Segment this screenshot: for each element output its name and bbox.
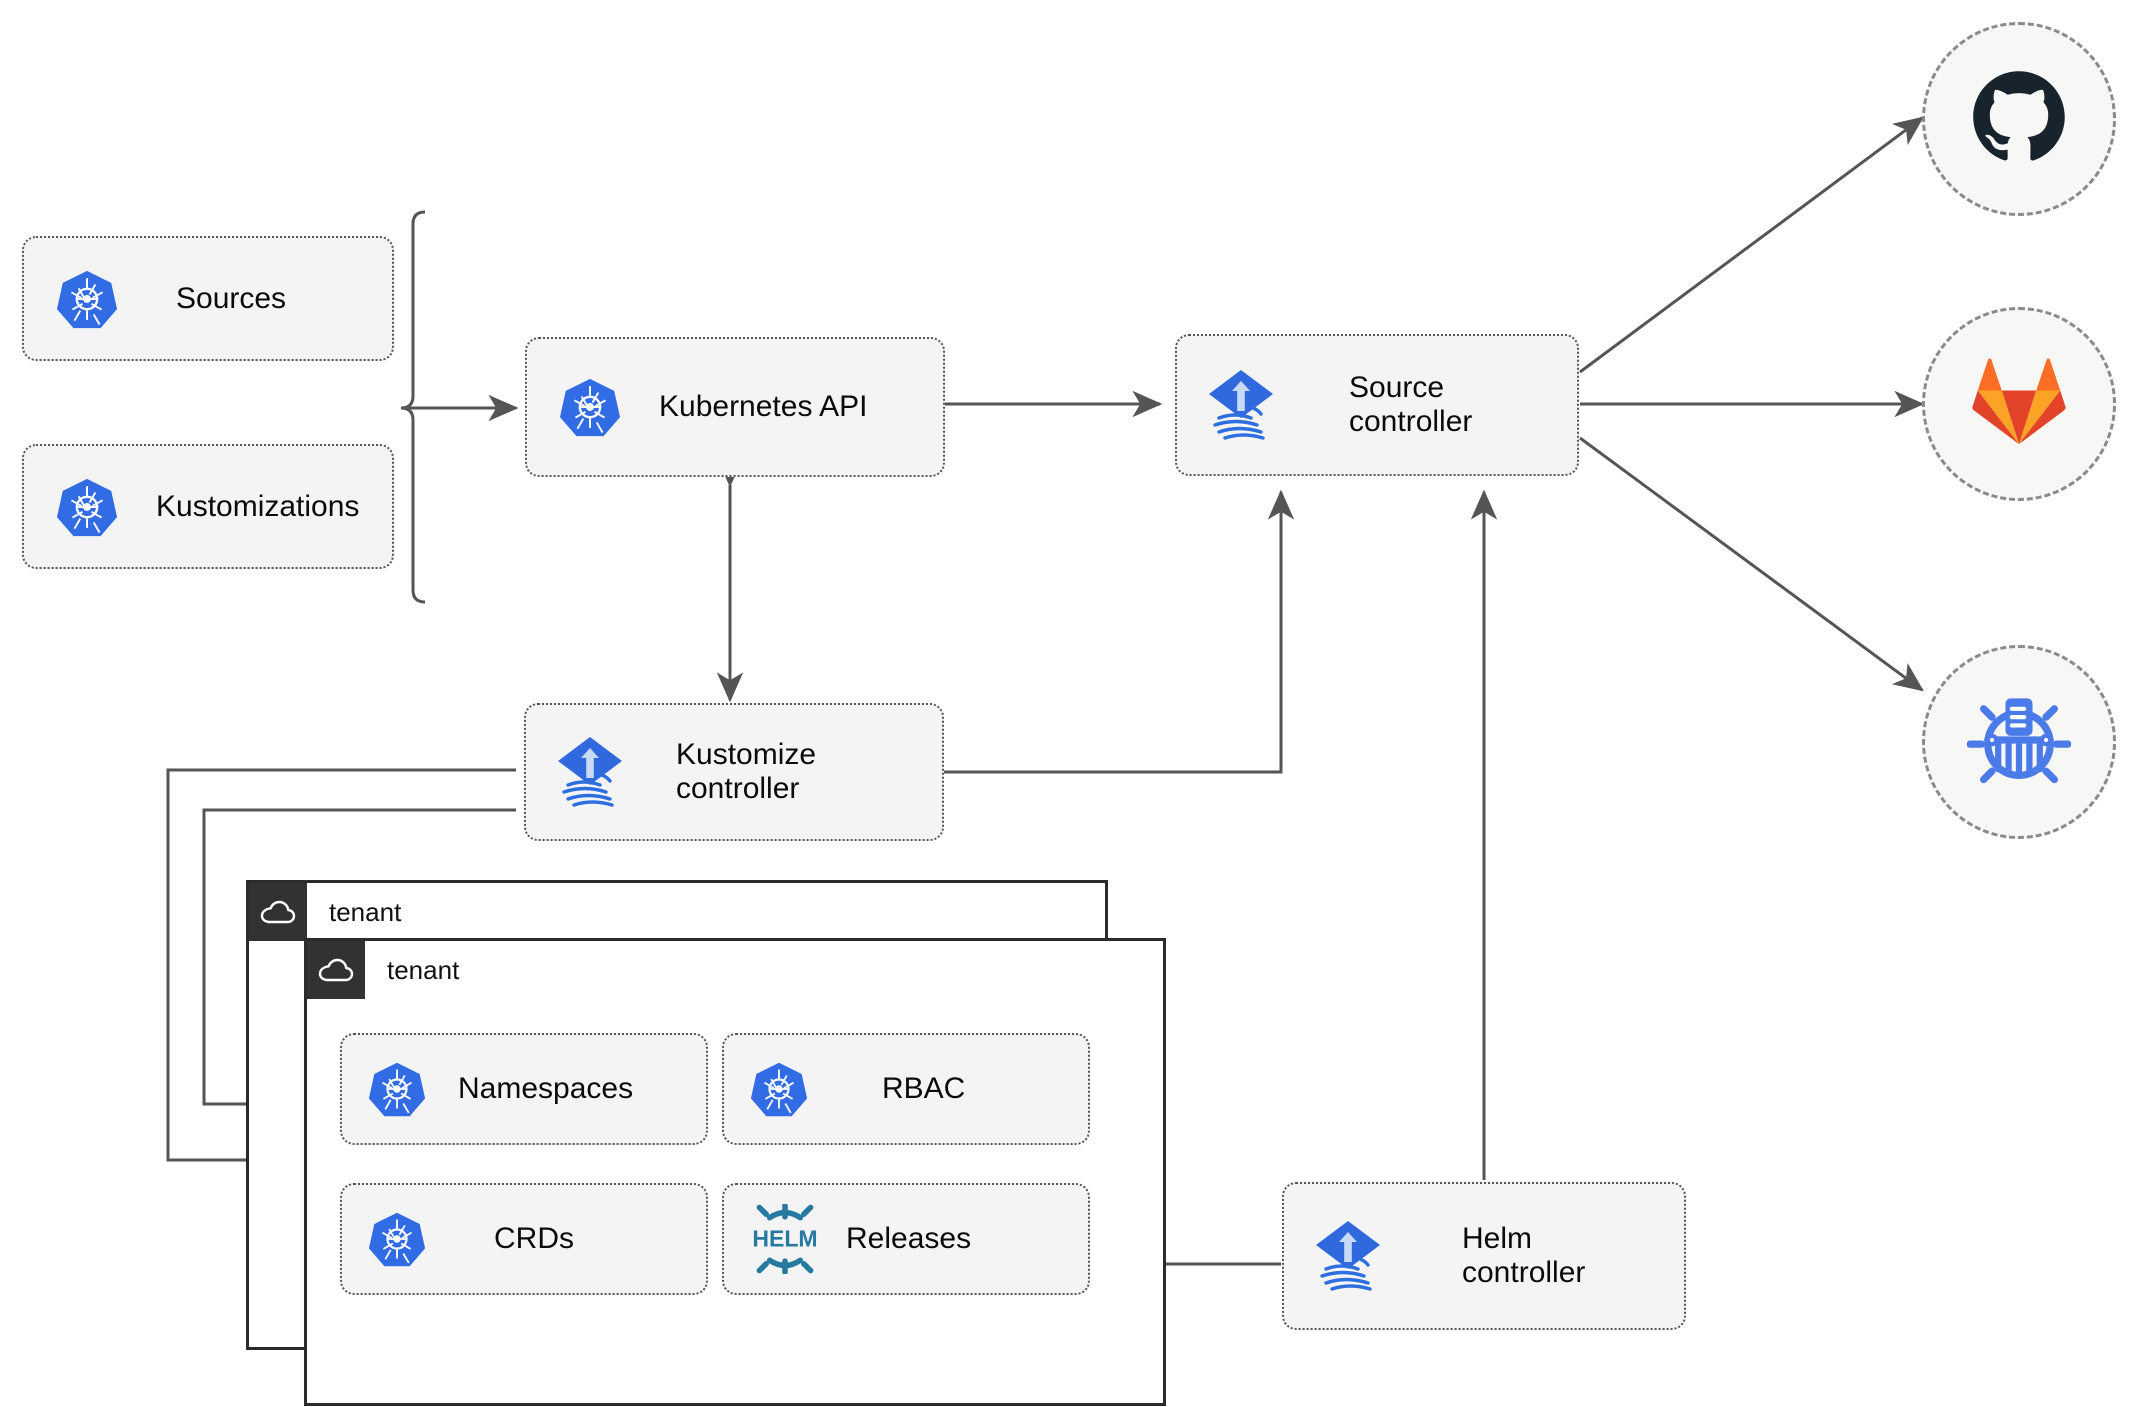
- cloud-icon: [249, 883, 307, 941]
- flux-icon: [1205, 368, 1277, 442]
- kubernetes-icon: [368, 1060, 426, 1118]
- flux-icon: [1312, 1219, 1384, 1293]
- node-label: Helm controller: [1462, 1222, 1586, 1289]
- tenant-inner[interactable]: tenant: [304, 938, 1166, 1406]
- node-sources[interactable]: Sources: [22, 236, 394, 361]
- helm-icon: HELM: [744, 1204, 826, 1274]
- group-brace: [400, 210, 426, 604]
- node-label: RBAC: [882, 1072, 966, 1106]
- node-helm-controller[interactable]: Helm controller: [1282, 1182, 1686, 1330]
- bucket-icon: [1966, 688, 2072, 797]
- tenant-inner-header: tenant: [307, 941, 459, 999]
- node-rbac[interactable]: RBAC: [722, 1033, 1090, 1145]
- node-label: Kubernetes API: [659, 390, 868, 424]
- node-label: Sources: [176, 281, 287, 315]
- node-kubernetes-api[interactable]: Kubernetes API: [525, 337, 945, 477]
- node-namespaces[interactable]: Namespaces: [340, 1033, 708, 1145]
- kubernetes-icon: [559, 376, 621, 438]
- github-icon: [1967, 65, 2071, 174]
- gitlab-icon: [1971, 356, 2067, 453]
- node-label: Kustomizations: [156, 489, 360, 523]
- tenant-label: tenant: [387, 954, 460, 985]
- node-releases[interactable]: HELM Releases: [722, 1183, 1090, 1295]
- node-label: Releases: [846, 1222, 972, 1256]
- tenant-label: tenant: [329, 896, 402, 927]
- kubernetes-icon: [368, 1210, 426, 1268]
- node-kustomizations[interactable]: Kustomizations: [22, 444, 394, 569]
- kubernetes-icon: [750, 1060, 808, 1118]
- node-source-controller[interactable]: Source controller: [1175, 334, 1579, 476]
- provider-github[interactable]: [1922, 22, 2116, 216]
- kubernetes-icon: [56, 268, 118, 330]
- node-label: CRDs: [494, 1222, 574, 1256]
- wire-source-to-bucket: [1579, 436, 1924, 692]
- node-label: Kustomize controller: [676, 738, 817, 805]
- tenant-outer-header: tenant: [249, 883, 401, 941]
- node-crds[interactable]: CRDs: [340, 1183, 708, 1295]
- node-label: Namespaces: [458, 1072, 634, 1106]
- flux-icon: [554, 735, 626, 809]
- wire-source-to-github: [1579, 116, 1924, 374]
- wire-kustomize-to-source: [944, 489, 1295, 774]
- node-label: Source controller: [1349, 371, 1473, 438]
- cloud-icon: [307, 941, 365, 999]
- kubernetes-icon: [56, 476, 118, 538]
- node-kustomize-controller[interactable]: Kustomize controller: [524, 703, 944, 841]
- svg-text:HELM: HELM: [752, 1226, 817, 1252]
- provider-gitlab[interactable]: [1922, 307, 2116, 501]
- provider-bucket[interactable]: [1922, 645, 2116, 839]
